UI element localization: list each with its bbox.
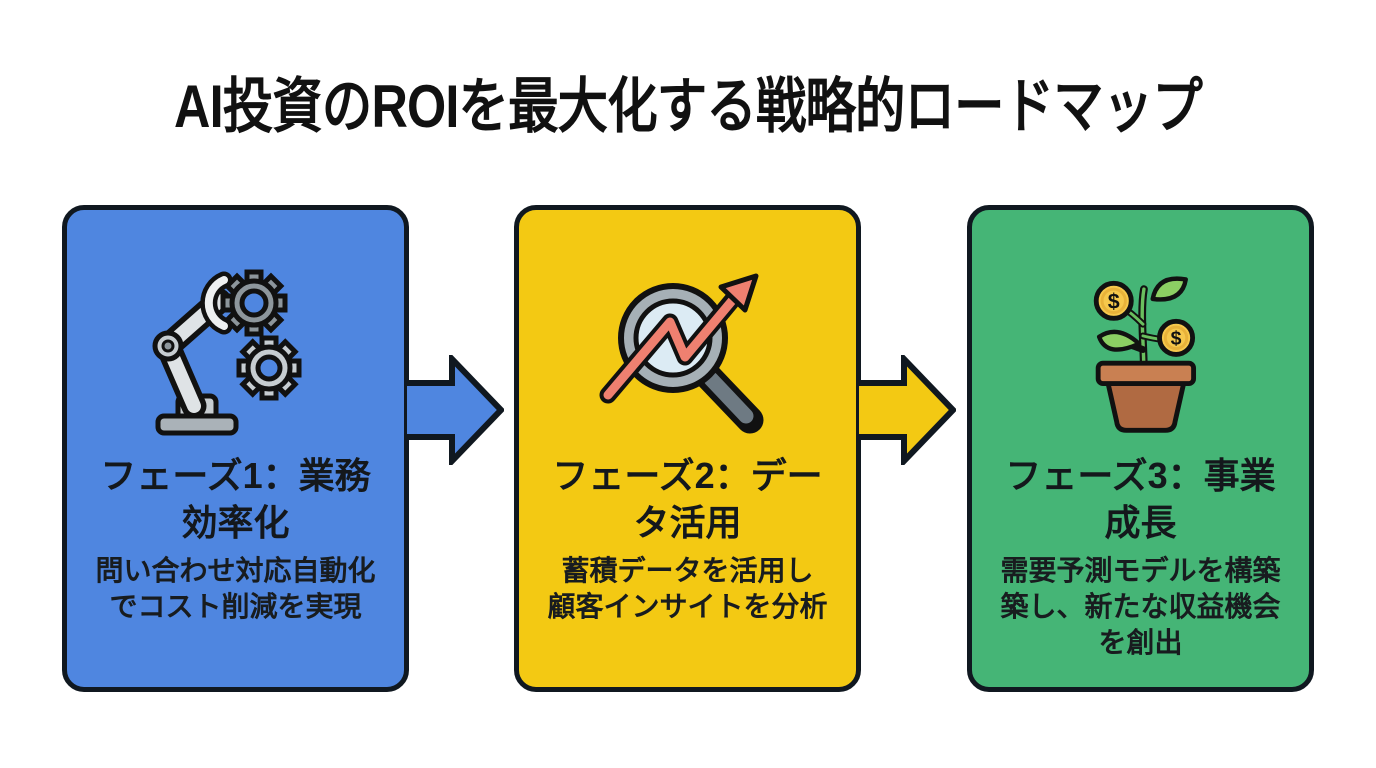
phase-3-title: フェーズ3：事業 成長 xyxy=(1005,455,1276,543)
arrow-right-icon xyxy=(404,355,504,465)
arrow-right-icon xyxy=(856,355,956,465)
page-title: AI投資のROIを最大化する戦略的ロードマップ xyxy=(174,73,1203,140)
dollar-coin-symbol: $ xyxy=(1107,290,1119,314)
money-plant-icon: $ $ xyxy=(1093,276,1196,433)
robot-arm-gears-icon xyxy=(152,269,301,436)
phase-card-1: フェーズ1：業務 効率化 問い合わせ対応自動化 でコスト削減を実現 xyxy=(62,205,409,692)
phase-card-3: $ $ フェーズ3：事業 成長 需要予測モデルを構築 築し、新たな収益機会 を創… xyxy=(967,205,1314,692)
magnifier-trend-chart-icon xyxy=(599,273,763,434)
phase-1-title: フェーズ1：業務 効率化 xyxy=(100,455,371,543)
dollar-coin-symbol: $ xyxy=(1170,328,1181,350)
phase-2-description: 蓄積データを活用し 顧客インサイトを分析 xyxy=(547,554,828,622)
phase-2-title: フェーズ2：デー タ活用 xyxy=(552,455,823,543)
phase-card-2: フェーズ2：デー タ活用 蓄積データを活用し 顧客インサイトを分析 xyxy=(514,205,861,692)
phase-3-description: 需要予測モデルを構築 築し、新たな収益機会 を創出 xyxy=(1000,554,1281,659)
phase-1-description: 問い合わせ対応自動化 でコスト削減を実現 xyxy=(95,554,376,622)
